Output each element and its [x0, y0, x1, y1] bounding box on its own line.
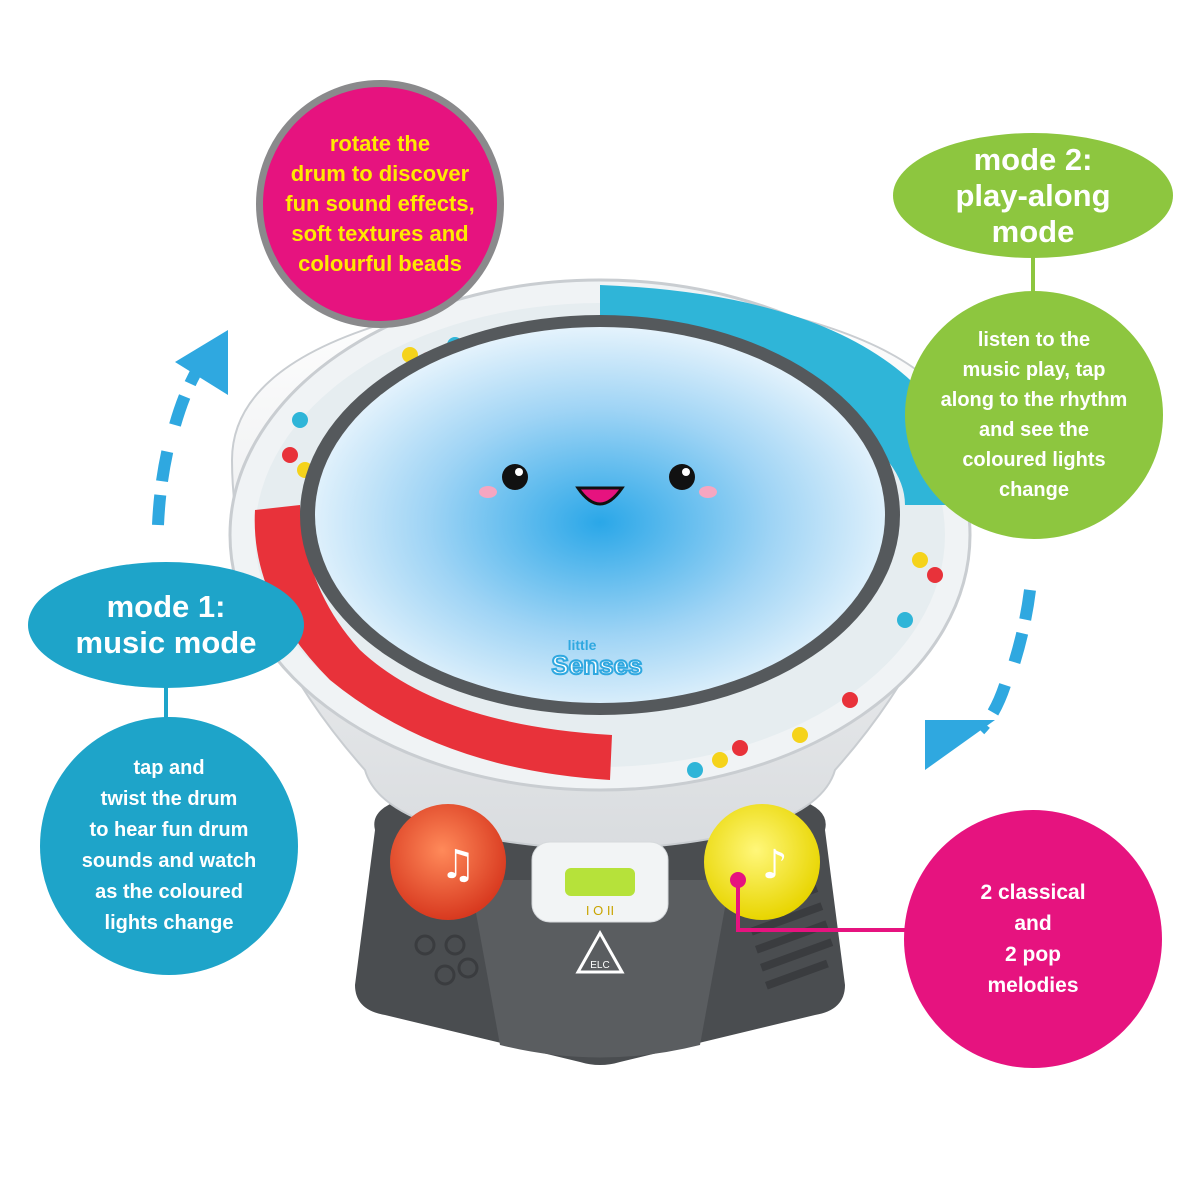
callout-mode1-description: tap and twist the drum to hear fun drum … [40, 717, 298, 975]
melodies-text: 2 classical and 2 pop melodies [980, 881, 1086, 997]
svg-text:I O II: I O II [586, 903, 614, 918]
elc-badge: ELC [575, 929, 625, 974]
callout-mode2-description: listen to the music play, tap along to t… [905, 291, 1163, 539]
drum-base-front [470, 880, 730, 1058]
callout-rotate-drum: rotate the drum to discover fun sound ef… [256, 80, 504, 328]
base-textures [414, 934, 479, 986]
little-senses-logo: little Senses [550, 637, 643, 681]
red-music-button [390, 804, 506, 920]
curved-arrow-down-icon [975, 589, 1036, 735]
mode2-title-text: mode 2: play-along mode [955, 141, 1111, 249]
smiley-face [479, 464, 717, 506]
mode2-description-text: listen to the music play, tap along to t… [940, 329, 1128, 501]
yellow-music-button [704, 804, 820, 920]
drum-head [315, 327, 885, 703]
callout-mode1-title: mode 1: music mode [28, 562, 304, 688]
svg-text:Senses: Senses [551, 650, 642, 680]
mode1-description-text: tap and twist the drum to hear fun drum … [81, 757, 257, 934]
callout-mode2-title: mode 2: play-along mode [893, 133, 1173, 258]
red-grip [254, 505, 613, 780]
music-note-icon: ♫ [440, 842, 476, 888]
curved-arrow-up-icon [152, 361, 206, 526]
svg-text:little: little [568, 637, 597, 653]
mode1-title-text: mode 1: music mode [75, 589, 257, 660]
mode-switch [565, 868, 635, 896]
callout-melodies: 2 classical and 2 pop melodies [904, 810, 1162, 1068]
connector-line-melodies [736, 880, 908, 932]
svg-text:ELC: ELC [590, 960, 609, 971]
music-note-icon: ♪ [762, 842, 788, 888]
callout-rotate-text: rotate the drum to discover fun sound ef… [285, 131, 475, 276]
